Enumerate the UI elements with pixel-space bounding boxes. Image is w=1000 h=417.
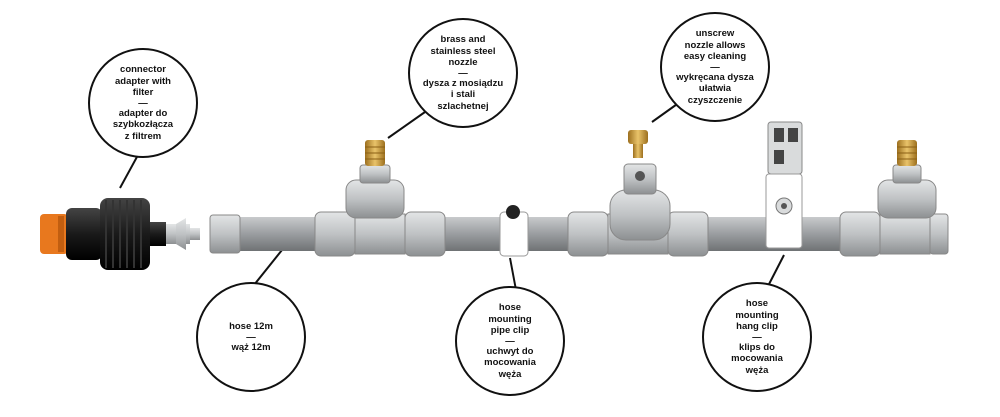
quick-connector-adapter — [40, 198, 200, 270]
leader-pipe-clip — [509, 257, 517, 291]
callout-unscrew-en-3: easy cleaning — [683, 51, 747, 62]
callout-unscrew-pl-2: ułatwia — [698, 83, 732, 94]
callout-nozzle: brass and stainless steel nozzle — dysza… — [408, 18, 518, 128]
callout-hang-clip-en-3: hang clip — [736, 321, 778, 332]
leader-lines — [119, 101, 785, 291]
callout-nozzle-pl-1: dysza z mosiądzu — [422, 77, 504, 89]
callout-hose-pl-1: wąż 12m — [231, 341, 271, 353]
callout-connector-en-1: connector — [120, 64, 166, 75]
pipe-clip — [499, 205, 529, 257]
callout-unscrew: unscrew nozzle allows easy cleaning — wy… — [660, 12, 770, 122]
callout-connector: connector adapter with filter — adapter … — [88, 48, 198, 158]
callout-hang-clip-sep: — — [752, 331, 762, 343]
callout-hang-clip-pl-3: węża — [745, 364, 769, 376]
callout-unscrew-pl-1: wykręcana dysza — [676, 71, 754, 83]
callout-hang-clip-pl-1: klips do — [739, 341, 775, 353]
callout-hang-clip-pl-2: mocowania — [731, 353, 783, 364]
callout-pipe-clip: hose mounting pipe clip — uchwyt do moco… — [455, 286, 565, 396]
callout-connector-en-3: filter — [132, 87, 154, 98]
callout-hang-clip: hose mounting hang clip — klips do mocow… — [702, 282, 812, 392]
connector-ribbed-nut — [100, 198, 150, 270]
callout-hose-sep: — — [246, 331, 256, 343]
callout-connector-en-2: adapter with — [115, 75, 171, 87]
connector-black-body — [66, 208, 102, 260]
tee-fitting-3 — [839, 164, 949, 257]
brass-nozzle-1 — [365, 140, 385, 166]
leader-connector — [119, 154, 139, 189]
callout-connector-pl-3: z filtrem — [124, 130, 162, 142]
callout-pipe-clip-pl-1: uchwyt do — [486, 345, 534, 357]
callout-connector-pl-1: adapter do — [118, 107, 168, 119]
callout-unscrew-en-1: unscrew — [695, 28, 735, 39]
callout-connector-sep: — — [138, 97, 148, 109]
callout-pipe-clip-en-3: pipe clip — [490, 325, 530, 336]
callout-nozzle-sep: — — [458, 67, 468, 79]
leader-nozzle — [387, 111, 426, 139]
hang-clip — [765, 121, 803, 249]
removed-brass-nozzle — [628, 130, 648, 158]
callout-unscrew-en-2: nozzle allows — [684, 39, 746, 51]
callout-hose: hose 12m — wąż 12m — [196, 282, 306, 392]
callout-pipe-clip-en-1: hose — [498, 302, 522, 313]
callout-pipe-clip-en-2: mounting — [488, 313, 532, 325]
callout-hang-clip-en-2: mounting — [735, 309, 779, 321]
callout-nozzle-en-1: brass and — [440, 34, 486, 45]
tee-fitting-2 — [567, 163, 709, 257]
callout-nozzle-en-3: nozzle — [448, 57, 478, 68]
callout-nozzle-en-2: stainless steel — [430, 45, 496, 57]
callout-pipe-clip-sep: — — [505, 335, 515, 347]
tee-fitting-1 — [314, 164, 446, 257]
callout-nozzle-pl-2: i stali — [450, 89, 476, 100]
callout-pipe-clip-pl-2: mocowania — [484, 357, 536, 368]
callout-unscrew-pl-3: czyszczenie — [687, 94, 743, 106]
callout-connector-pl-2: szybkozłącza — [112, 119, 174, 130]
callout-pipe-clip-pl-3: węża — [498, 368, 522, 380]
callout-hose-en-1: hose 12m — [229, 321, 273, 332]
callout-unscrew-sep: — — [710, 61, 720, 73]
brass-nozzle-3 — [897, 140, 917, 166]
callout-nozzle-pl-3: szlachetnej — [437, 100, 489, 112]
callout-hang-clip-en-1: hose — [745, 298, 769, 309]
pipe-end-fitting — [209, 214, 241, 254]
